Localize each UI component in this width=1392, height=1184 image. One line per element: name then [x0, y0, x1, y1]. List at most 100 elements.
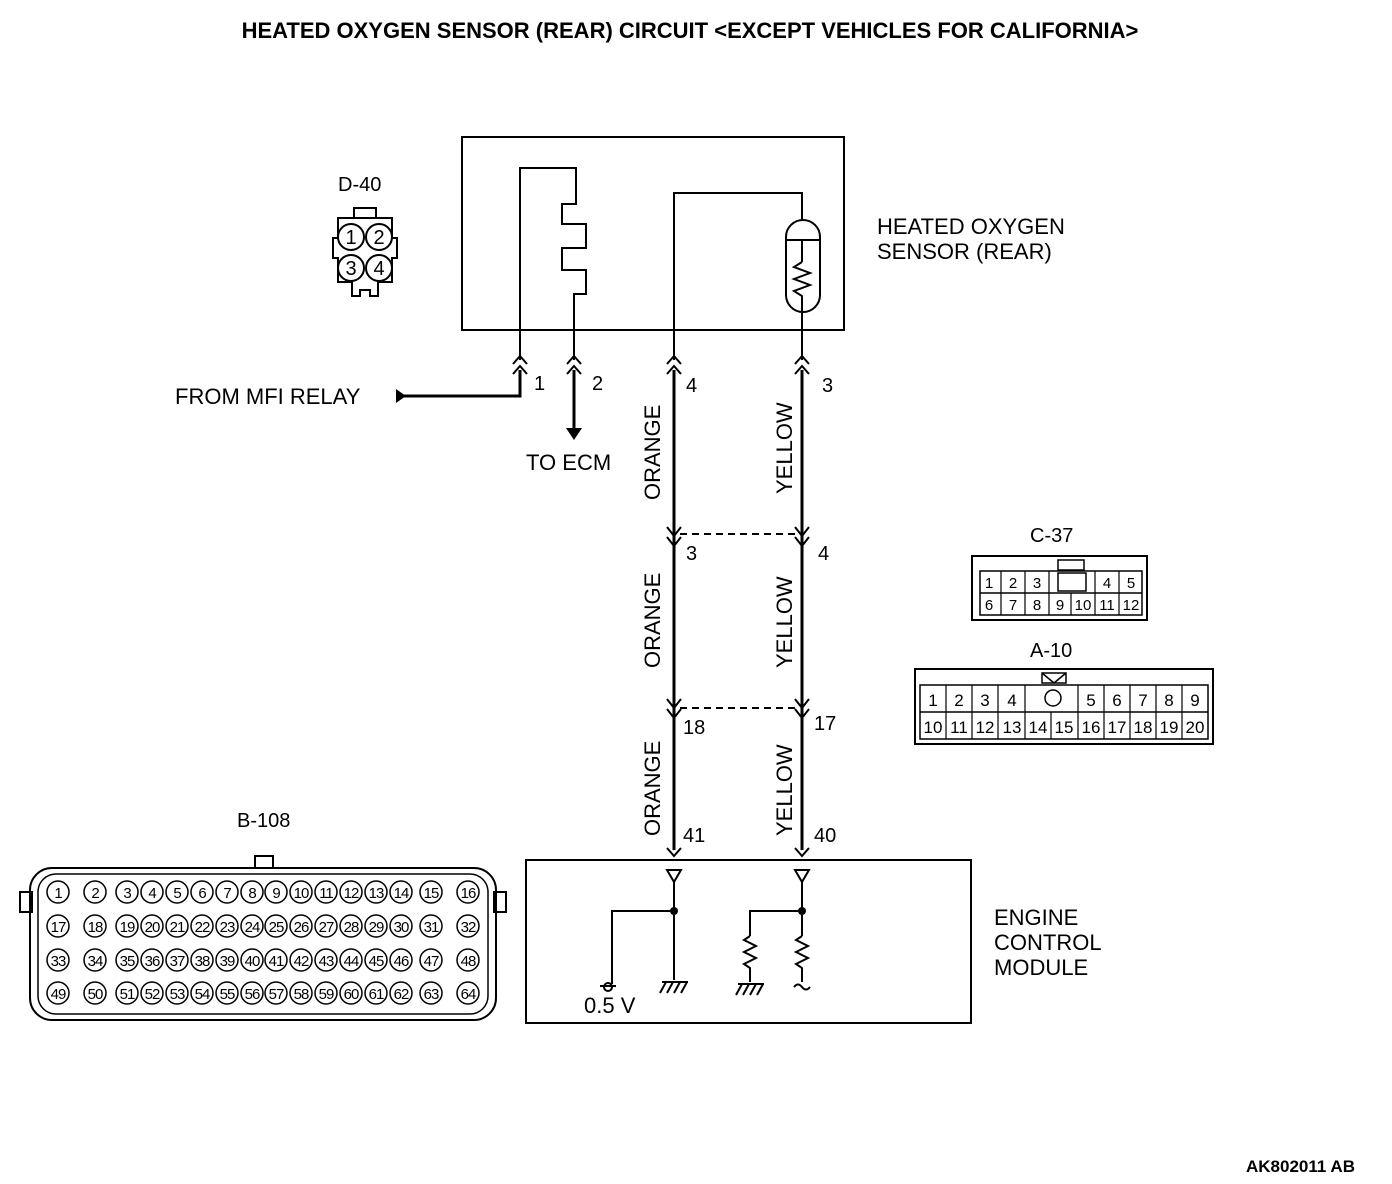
connector-pin: 9: [272, 885, 280, 902]
connector-pin: 42: [294, 953, 309, 970]
b108-pin-circle: [314, 880, 338, 904]
connector-pin: 1: [985, 575, 993, 592]
connector-pin: 3: [980, 691, 989, 710]
b108-pin-circle: [165, 880, 189, 904]
a10-junction-chevrons: [666, 698, 810, 720]
b108-pin-circle: [364, 914, 388, 938]
connector-pin: 24: [245, 919, 260, 936]
c37-junction-chevrons: [666, 526, 810, 548]
from-mfi-relay-label: FROM MFI RELAY: [175, 384, 361, 409]
sensor-resistor: [791, 261, 813, 360]
sensor-connector-chevrons: [512, 354, 810, 375]
connector-pin: 5: [1086, 691, 1095, 710]
b108-pin-circle: [190, 914, 214, 938]
d40-pin: 4: [373, 258, 384, 280]
connector-pin: 1: [54, 885, 62, 902]
ecm-label-3: MODULE: [994, 955, 1088, 980]
b108-pin-circle: [314, 981, 338, 1005]
ecm-box: [525, 859, 972, 1024]
connector-pin: 18: [88, 919, 103, 936]
b108-pin-circle: [389, 914, 413, 938]
connector-pin: 19: [120, 919, 135, 936]
ecm-input-triangle: [793, 869, 811, 884]
heater-element: [519, 167, 587, 360]
b108-pin-circle: [264, 914, 288, 938]
b108-pin-circle: [339, 880, 363, 904]
connector-pin: 51: [120, 986, 135, 1003]
connector-pin: 61: [369, 986, 384, 1003]
connector-pin: 34: [88, 953, 103, 970]
b108-pin-circle: [215, 880, 239, 904]
sensor-label-2: SENSOR (REAR): [877, 239, 1052, 264]
connector-pin: 25: [269, 919, 284, 936]
b108-pin-circle: [115, 981, 139, 1005]
b108-connector-name: B-108: [237, 810, 290, 832]
connector-pin: 59: [319, 986, 334, 1003]
connector-pin: 4: [1007, 691, 1016, 710]
connector-pin: 27: [319, 919, 334, 936]
connector-pin: 30: [394, 919, 409, 936]
pin-label: 4: [818, 543, 829, 565]
b108-pin-circle: [240, 914, 264, 938]
connector-pin: 55: [220, 986, 235, 1003]
connector-pin: 8: [248, 885, 256, 902]
connector-pin: 19: [1160, 718, 1179, 737]
connector-pin: 10: [924, 718, 943, 737]
connector-pin: 10: [294, 885, 309, 902]
connector-pin: 60: [344, 986, 359, 1003]
pin-label: 40: [814, 825, 836, 847]
b108-pin-circle: [190, 880, 214, 904]
wire-color-label: ORANGE: [640, 573, 665, 668]
b108-pin-circle: [140, 981, 164, 1005]
connector-pin: 35: [120, 953, 135, 970]
connector-pin: 63: [424, 986, 439, 1003]
b108-pin-circle: [456, 948, 480, 972]
connector-pin: 14: [1029, 718, 1048, 737]
connector-pin: 38: [195, 953, 210, 970]
connector-pin: 4: [1103, 575, 1111, 592]
connector-pin: 6: [985, 597, 993, 614]
connector-pin: 2: [954, 691, 963, 710]
pin-label: 41: [683, 825, 705, 847]
connector-pin: 47: [424, 953, 439, 970]
connector-pin: 16: [461, 885, 476, 902]
b108-connector: [19, 855, 507, 1021]
connector-pin: 2: [91, 885, 99, 902]
b108-pin-circle: [83, 880, 107, 904]
mfi-relay-wire: [400, 370, 522, 398]
connector-pin: 50: [88, 986, 103, 1003]
ecm-resistor-left: [741, 935, 759, 982]
wire-color-label: ORANGE: [640, 741, 665, 836]
ecm-input-triangle: [665, 869, 683, 884]
b108-pin-circle: [389, 981, 413, 1005]
wire-color-label: ORANGE: [640, 405, 665, 500]
ecm-label-2: CONTROL: [994, 930, 1102, 955]
b108-pin-circle: [115, 948, 139, 972]
ecm-resistor-right: [793, 935, 811, 982]
a10-connector-name: A-10: [1030, 640, 1072, 662]
connector-pin: 29: [369, 919, 384, 936]
wire-color-label: YELLOW: [772, 402, 797, 494]
connector-pin: 45: [369, 953, 384, 970]
connector-pin: 2: [1009, 575, 1017, 592]
connector-pin: 12: [1123, 597, 1140, 614]
connector-pin: 10: [1075, 597, 1092, 614]
b108-pin-circle: [264, 948, 288, 972]
connector-pin: 57: [269, 986, 284, 1003]
connector-pin: 41: [269, 953, 284, 970]
connector-pin: 4: [148, 885, 156, 902]
pin-label: 3: [822, 375, 833, 397]
connector-pin: 62: [394, 986, 409, 1003]
b108-pin-circle: [289, 880, 313, 904]
connector-pin: 20: [1186, 718, 1205, 737]
connector-pin: 18: [1134, 718, 1153, 737]
connector-pin: 22: [195, 919, 210, 936]
pin-label: 18: [683, 717, 705, 739]
connector-pin: 7: [1009, 597, 1017, 614]
b108-pin-circle: [190, 948, 214, 972]
connector-pin: 46: [394, 953, 409, 970]
